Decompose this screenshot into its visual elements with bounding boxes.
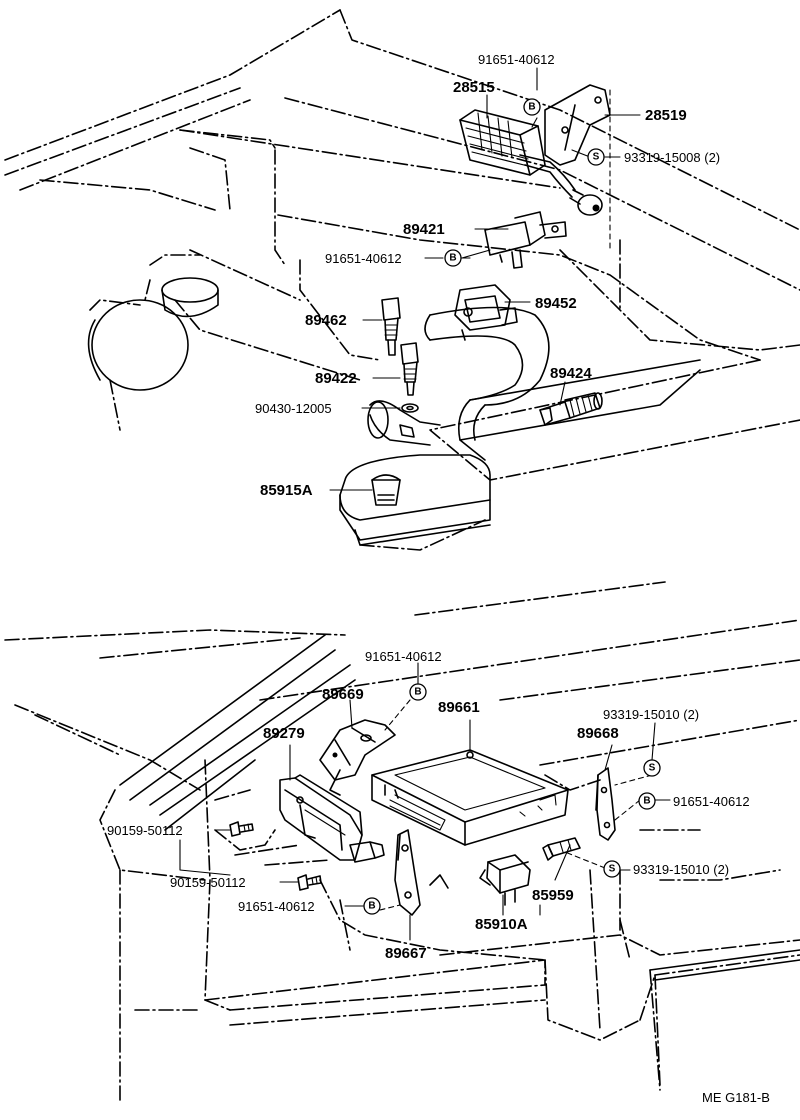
- label-93319-15010-b: 93319-15010 (2): [633, 862, 729, 877]
- label-85910a: 85910A: [475, 916, 528, 933]
- part-89667-bracket: [394, 829, 449, 916]
- label-89462: 89462: [305, 312, 347, 329]
- label-89452: 89452: [535, 295, 577, 312]
- label-91651-40612-mid: 91651-40612: [325, 251, 402, 266]
- label-28515: 28515: [453, 79, 495, 96]
- label-90159-50112-a: 90159-50112: [107, 823, 183, 838]
- bolt-90159-b: [297, 874, 322, 891]
- label-91651-40612-b3: 91651-40612: [238, 899, 315, 914]
- bottom-leaders: [179, 662, 671, 941]
- part-89661-ecu: [371, 749, 569, 846]
- badge-s-b1: S: [643, 759, 661, 777]
- top-leaders: [329, 67, 641, 491]
- part-89422-sensor: [400, 342, 419, 413]
- svg-text:S: S: [649, 763, 656, 774]
- part-89452-sensor: [454, 284, 518, 341]
- floor-step: [649, 949, 800, 1091]
- badge-b-b1: B: [409, 683, 427, 701]
- part-89424-sensor: [539, 392, 603, 426]
- label-89661: 89661: [438, 699, 480, 716]
- part-85910a-relay: [479, 854, 531, 906]
- label-90159-50112-b: 90159-50112: [170, 875, 246, 890]
- label-85915a: 85915A: [260, 482, 313, 499]
- label-89422: 89422: [315, 370, 357, 387]
- part-89421-vsv: [484, 211, 567, 269]
- part-89279-bracket: [279, 774, 385, 863]
- badge-b-top: B: [523, 98, 541, 116]
- label-89668: 89668: [577, 725, 619, 742]
- air-cleaner-housing: [87, 277, 219, 391]
- part-28515-igniter: [459, 109, 603, 216]
- svg-text:B: B: [449, 253, 456, 264]
- label-91651-40612-b2: 91651-40612: [673, 794, 750, 809]
- svg-text:B: B: [528, 102, 535, 113]
- label-90430-12005: 90430-12005: [255, 401, 332, 416]
- svg-text:S: S: [593, 152, 600, 163]
- badge-b-b2: B: [638, 792, 656, 810]
- part-89462-sensor: [381, 297, 401, 356]
- label-91651-40612-top: 91651-40612: [478, 52, 555, 67]
- label-85959: 85959: [532, 887, 574, 904]
- label-89669: 89669: [322, 686, 364, 703]
- part-85959: [542, 837, 581, 861]
- label-89424: 89424: [550, 365, 592, 382]
- relay-box-85915a: [339, 454, 491, 551]
- part-89668-bracket: [595, 767, 616, 841]
- label-89667: 89667: [385, 945, 427, 962]
- label-93319-15010-a: 93319-15010 (2): [603, 707, 699, 722]
- label-91651-40612-b1: 91651-40612: [365, 649, 442, 664]
- badge-b-mid: B: [444, 249, 462, 267]
- air-duct: [459, 359, 701, 441]
- water-outlet: [367, 400, 441, 446]
- diagram-code: ME G181-B: [702, 1090, 770, 1105]
- badge-s-b2: S: [603, 860, 621, 878]
- top-labels: 91651-40612 28515 B 28519 S 93319-15008 …: [255, 52, 720, 499]
- vacuum-hose: [424, 306, 550, 461]
- svg-text:S: S: [609, 864, 616, 875]
- bottom-body-outline: [4, 581, 800, 1101]
- bottom-labels: 91651-40612 B 89669 89661 93319-15010 (2…: [107, 649, 750, 962]
- label-89421: 89421: [403, 221, 445, 238]
- badge-b-b3: B: [363, 897, 381, 915]
- label-93319-15008: 93319-15008 (2): [624, 150, 720, 165]
- svg-text:B: B: [414, 687, 421, 698]
- label-89279: 89279: [263, 725, 305, 742]
- badge-s-top: S: [587, 148, 605, 166]
- svg-text:B: B: [368, 901, 375, 912]
- part-28519-bracket: [544, 84, 611, 251]
- part-89669-bracket: [319, 719, 396, 796]
- a-pillar-lines: [119, 634, 356, 831]
- bolt-90159-a: [229, 821, 254, 837]
- svg-text:B: B: [643, 796, 650, 807]
- label-28519: 28519: [645, 107, 687, 124]
